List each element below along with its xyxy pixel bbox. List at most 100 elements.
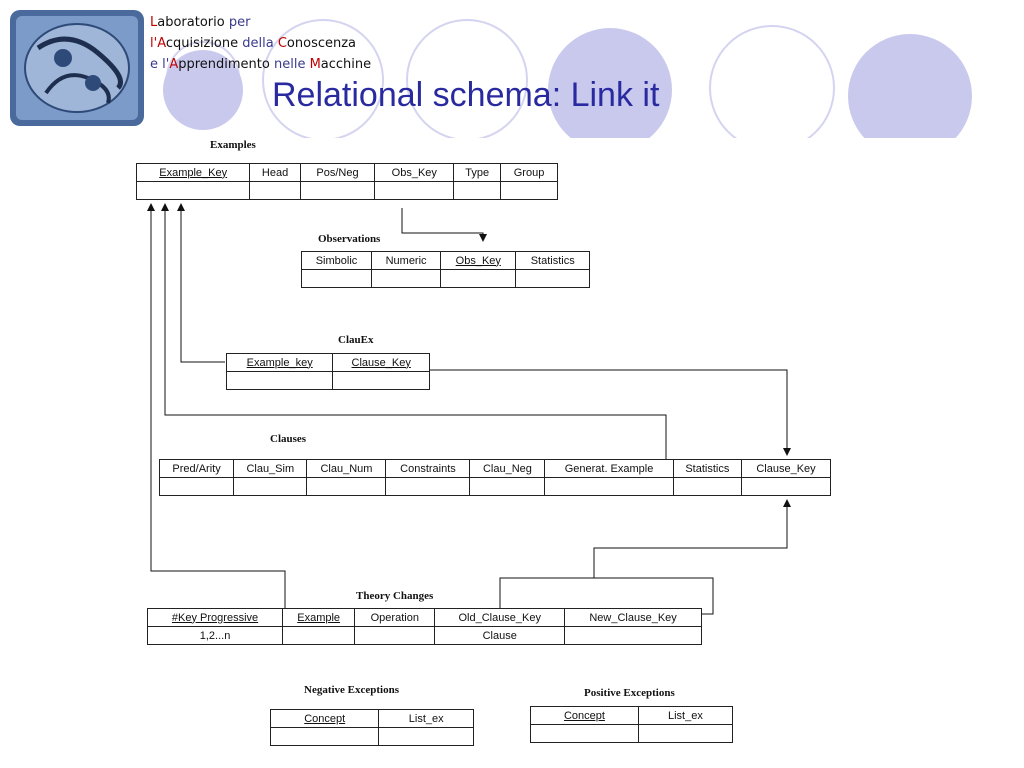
table-cell [282, 626, 356, 645]
column-header: Obs_Key [440, 251, 517, 270]
table-cell: 1,2...n [146, 626, 284, 645]
header-band-mask [0, 138, 1024, 160]
table-name-positive-exceptions: Positive Exceptions [584, 687, 675, 699]
table-cell [530, 724, 639, 743]
table-cell [306, 477, 387, 496]
table-cell [300, 269, 373, 288]
table-row [269, 727, 474, 746]
column-header: Operation [354, 608, 436, 627]
table-clauses: Pred/Arity Clau_Sim Clau_Num Constraints… [158, 459, 831, 496]
table-cell [469, 477, 546, 496]
table-cell [378, 727, 474, 746]
header-row: #Key Progressive Example Operation Old_C… [146, 608, 702, 627]
table-name-negative-exceptions: Negative Exceptions [304, 684, 400, 696]
column-header: Clau_Sim [233, 459, 308, 478]
column-header: Clau_Neg [469, 459, 546, 478]
slide-title: Relational schema: Link it [272, 76, 660, 114]
table-cell [741, 477, 831, 496]
table-cell [453, 181, 502, 200]
column-header: Example_key [225, 353, 334, 372]
link-clauses-example [161, 203, 667, 460]
table-cell [544, 477, 674, 496]
header-row: Example_key Clause_Key [225, 353, 430, 372]
column-header: Numeric [371, 251, 442, 270]
column-header: List_ex [637, 706, 734, 725]
table-theory-changes: #Key Progressive Example Operation Old_C… [146, 608, 702, 645]
header-row: Concept List_ex [530, 706, 734, 725]
column-header: Generat. Example [544, 459, 674, 478]
table-row [300, 269, 590, 288]
column-header: Statistics [515, 251, 590, 270]
table-cell [672, 477, 743, 496]
link-obs-key [401, 208, 487, 242]
table-cell [374, 181, 455, 200]
column-header: Clau_Num [306, 459, 387, 478]
column-header: #Key Progressive [146, 608, 284, 627]
header-row: Simbolic Numeric Obs_Key Statistics [300, 251, 590, 270]
table-name-observations: Observations [318, 233, 381, 245]
column-header: Head [249, 163, 301, 182]
link-clauex-example [177, 203, 225, 363]
column-header: Example [282, 608, 356, 627]
table-negative-exceptions: Concept List_ex [269, 709, 474, 746]
link-theory-old-clause [499, 499, 791, 608]
table-cell [440, 269, 517, 288]
link-theory-example [147, 203, 286, 608]
link-clauex-clause [430, 369, 791, 456]
column-header: Clause_Key [741, 459, 831, 478]
column-header: Obs_Key [374, 163, 455, 182]
table-examples: Example_Key Head Pos/Neg Obs_Key Type Gr… [135, 163, 558, 200]
lab-name-line-1: Laboratorio per [150, 15, 251, 30]
table-row [158, 477, 831, 496]
column-header: New_Clause_Key [564, 608, 702, 627]
column-header: Clause_Key [332, 353, 430, 372]
table-cell [332, 371, 430, 390]
table-name-clauex: ClauEx [338, 334, 374, 346]
table-cell [564, 626, 702, 645]
table-cell [135, 181, 251, 200]
lab-name-line-2: l'Acquisizione della Conoscenza [150, 36, 357, 51]
table-row [135, 181, 558, 200]
column-header: Simbolic [300, 251, 373, 270]
table-positive-exceptions: Concept List_ex [530, 706, 734, 743]
table-cell [269, 727, 380, 746]
table-clauex: Example_key Clause_Key [225, 353, 430, 390]
column-header: Type [453, 163, 502, 182]
table-cell [354, 626, 436, 645]
table-cell: Clause [434, 626, 566, 645]
table-row [530, 724, 734, 743]
table-cell [637, 724, 734, 743]
column-header: Pos/Neg [299, 163, 376, 182]
header-row: Pred/Arity Clau_Sim Clau_Num Constraints… [158, 459, 831, 478]
table-cell [371, 269, 442, 288]
deco-circle [709, 25, 835, 151]
column-header: Constraints [385, 459, 471, 478]
table-cell [233, 477, 308, 496]
column-header: Concept [269, 709, 380, 728]
column-header: Pred/Arity [158, 459, 235, 478]
table-cell [225, 371, 334, 390]
column-header: Group [500, 163, 558, 182]
lab-logo-icon [10, 10, 144, 126]
lab-name-line-3: e l'Apprendimento nelle Macchine [150, 57, 372, 72]
column-header: Example_Key [135, 163, 251, 182]
deco-circle [848, 34, 972, 158]
deco-circle [548, 28, 672, 152]
column-header: Concept [530, 706, 639, 725]
table-cell [515, 269, 590, 288]
header-decoration [0, 19, 1024, 160]
column-header: List_ex [378, 709, 474, 728]
table-name-clauses: Clauses [270, 433, 307, 445]
table-observations: Simbolic Numeric Obs_Key Statistics [300, 251, 590, 288]
table-cell [500, 181, 558, 200]
column-header: Statistics [672, 459, 743, 478]
table-cell [249, 181, 301, 200]
table-row: 1,2...n Clause [146, 626, 702, 645]
table-cell [299, 181, 376, 200]
header-row: Concept List_ex [269, 709, 474, 728]
table-name-examples: Examples [210, 139, 256, 151]
table-cell [158, 477, 235, 496]
column-header: Old_Clause_Key [434, 608, 566, 627]
table-row [225, 371, 430, 390]
table-name-theory-changes: Theory Changes [356, 590, 434, 602]
